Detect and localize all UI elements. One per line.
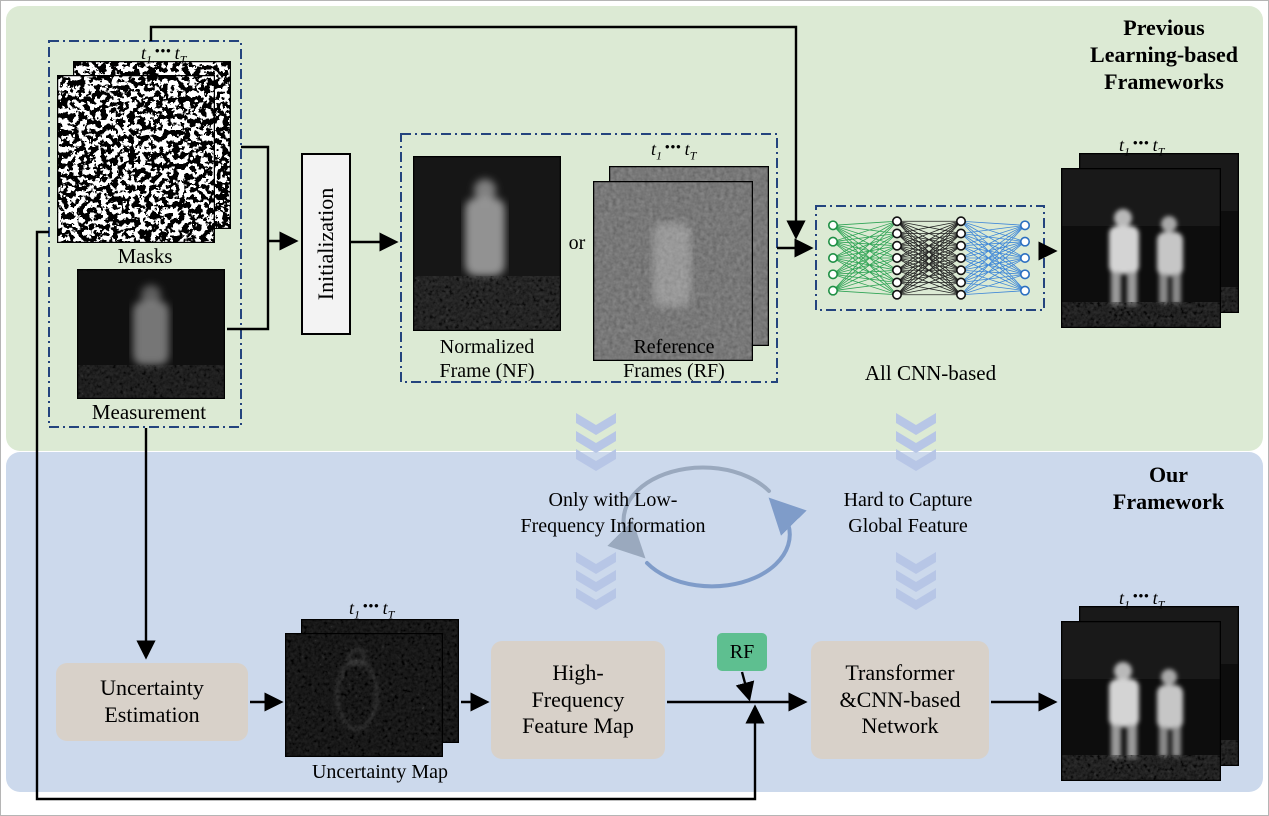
rf-box: RF	[717, 633, 767, 671]
mask-frame-front-image	[57, 75, 215, 243]
transformer-cnn-network-box: Transformer &CNN-based Network	[811, 641, 989, 759]
normalized-frame-image	[413, 156, 561, 331]
initialization-box: Initialization	[301, 153, 351, 335]
uncertainty-estimation-box: Uncertainty Estimation	[56, 663, 248, 741]
high-frequency-feature-map-box: High- Frequency Feature Map	[491, 641, 665, 759]
low-frequency-note: Only with Low- Frequency Information	[520, 489, 706, 537]
time-label-output-top: t1•••tT	[1119, 135, 1165, 159]
measurement-image	[77, 269, 225, 399]
measurement-label: Measurement	[91, 400, 207, 424]
normalized-frame-label: Normalized Frame (NF)	[439, 336, 535, 382]
previous-frameworks-title: Previous Learning-based Frameworks	[1090, 15, 1238, 94]
time-label-reference-frames: t1•••tT	[651, 139, 697, 163]
uncertainty-map-front-image	[285, 633, 443, 757]
reference-frame-front-image	[593, 181, 753, 361]
output-frame-top-front-image	[1061, 168, 1221, 328]
global-feature-note: Hard to Capture Global Feature	[843, 489, 973, 537]
all-cnn-label: All CNN-based	[864, 361, 997, 385]
time-label-uncertainty-map: t1•••tT	[349, 598, 395, 622]
reference-frames-label: Reference Frames (RF)	[623, 336, 725, 382]
our-framework-title: Our Framework	[1112, 462, 1225, 514]
output-frame-bottom-front-image	[1061, 621, 1221, 781]
time-label-masks: t1•••tT	[141, 43, 187, 67]
or-label: or	[568, 232, 586, 254]
time-label-output-bottom: t1•••tT	[1119, 588, 1165, 612]
masks-label: Masks	[117, 244, 173, 268]
uncertainty-map-label: Uncertainty Map	[311, 761, 449, 783]
